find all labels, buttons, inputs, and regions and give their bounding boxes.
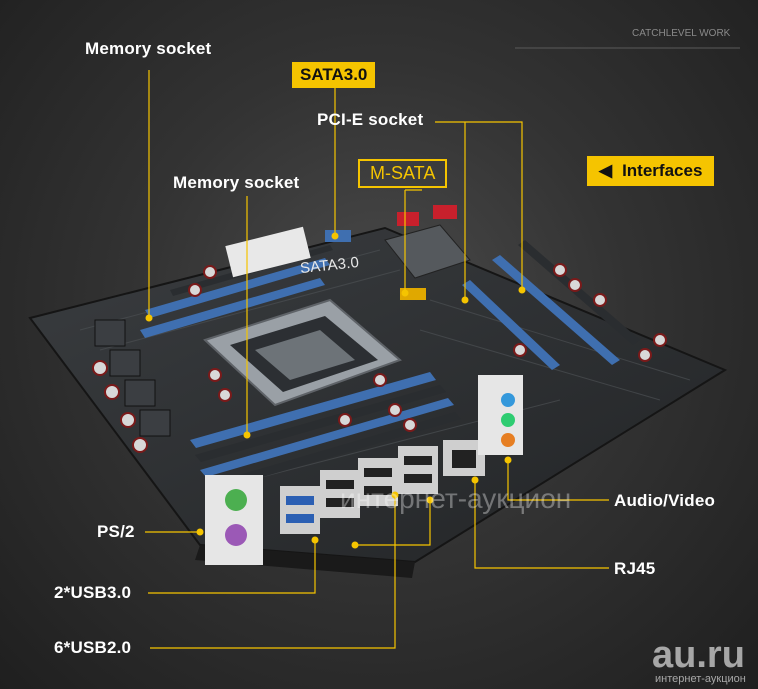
ram-slot-6 <box>200 398 454 477</box>
label-memory-socket-mid: Memory socket <box>173 173 300 192</box>
label-msata: M-SATA <box>358 159 448 188</box>
sata-port-1 <box>397 212 419 226</box>
watermark-top-right: CATCHLEVEL WORK <box>632 28 731 39</box>
pcie-slot-3 <box>518 240 640 345</box>
watermark-logo-sub: интернет-аукцион <box>655 673 746 685</box>
label-audio-video: Audio/Video <box>614 491 716 510</box>
label-usb2: 6*USB2.0 <box>54 638 132 657</box>
interfaces-badge: ◀ Interfaces <box>587 156 715 186</box>
watermark-center: интернет-аукцион <box>340 483 572 514</box>
ram-slot-7 <box>205 412 461 492</box>
pcie-slot-1 <box>462 280 560 370</box>
triangle-left-icon: ◀ <box>599 161 613 180</box>
label-interfaces: Interfaces <box>622 161 703 180</box>
label-memory-socket-top: Memory socket <box>85 39 212 58</box>
label-pcie-socket: PCI-E socket <box>317 110 424 129</box>
label-ps2: PS/2 <box>97 522 135 541</box>
label-usb3: 2*USB3.0 <box>54 583 132 602</box>
ram-slot-2 <box>140 278 325 338</box>
pcie-slot-2 <box>492 255 620 365</box>
callout-lines <box>145 70 609 649</box>
io-usb-stacks <box>280 446 438 534</box>
io-ps2-housing <box>205 475 263 565</box>
callout-dots <box>145 232 526 549</box>
io-audio-block <box>478 375 523 455</box>
ram-slot-1 <box>145 258 330 318</box>
ps2-port-mouse <box>225 524 247 546</box>
ram-slot-4 <box>190 372 436 448</box>
sata-port-2 <box>433 205 457 219</box>
label-sata3-box: SATA3.0 <box>292 62 376 88</box>
ram-slot-5 <box>195 385 446 462</box>
label-rj45: RJ45 <box>614 559 656 578</box>
watermark-logo: au.ru <box>652 634 745 676</box>
ps2-port-keyboard <box>225 489 247 511</box>
